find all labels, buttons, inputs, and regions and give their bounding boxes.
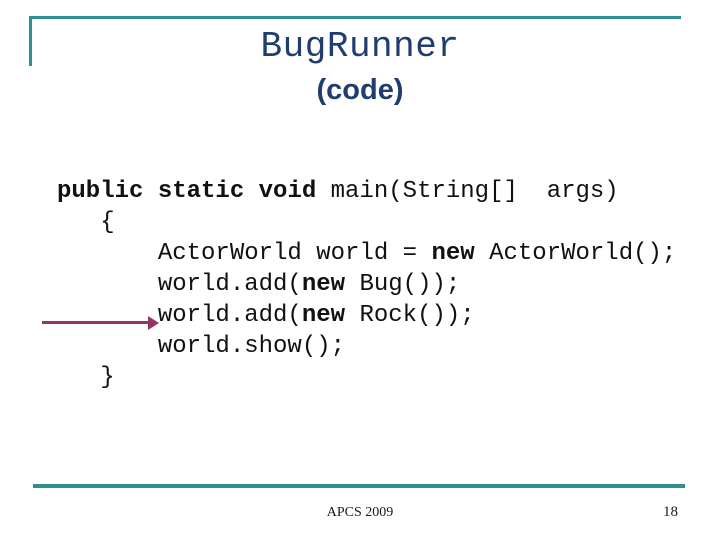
code-line: public static void main(String[] args) (57, 176, 676, 207)
code-segment: world.add( (157, 302, 302, 329)
code-line: world.show(); (57, 331, 676, 362)
footer-text: APCS 2009 (326, 505, 394, 520)
code-segment: ActorWorld(); (474, 240, 677, 267)
top-horizontal-rule (29, 16, 681, 19)
code-segment: new (301, 271, 346, 298)
code-segment: } (100, 364, 115, 391)
code-line: ActorWorld world = new ActorWorld(); (57, 238, 677, 269)
slide-subtitle: (code) (316, 74, 404, 106)
code-segment: new (301, 302, 346, 329)
annotation-arrow-line (42, 321, 149, 324)
code-segment: Rock()); (345, 302, 475, 329)
code-line: } (57, 362, 676, 393)
slide-title: BugRunner (260, 26, 460, 67)
code-line: world.add(new Rock()); (57, 300, 676, 331)
code-segment: ActorWorld world = (157, 240, 432, 267)
top-left-vertical-rule (29, 16, 32, 66)
code-segment: { (100, 209, 115, 236)
code-segment: world.show(); (157, 333, 346, 360)
code-segment: new (431, 240, 475, 267)
code-line: { (57, 207, 676, 238)
code-segment: main(String[] args) (330, 178, 619, 205)
footer-rule (33, 484, 685, 488)
arrow-right-icon (148, 316, 159, 330)
code-segment: Bug()); (345, 271, 461, 298)
code-segment: public static void (57, 178, 331, 205)
code-line: world.add(new Bug()); (57, 269, 676, 300)
code-block: public static void main(String[] args){A… (57, 176, 676, 393)
code-segment: world.add( (157, 271, 302, 298)
page-number: 18 (663, 504, 678, 520)
